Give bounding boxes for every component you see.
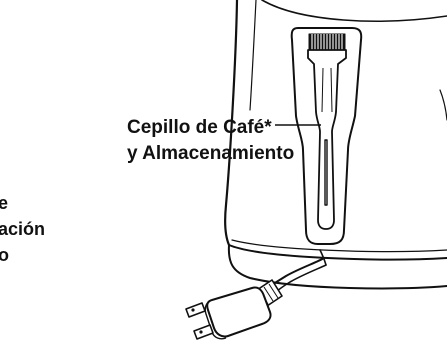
cord-callout-line2: ación	[0, 219, 46, 239]
brush-callout-line1: Cepillo de Café*	[127, 117, 272, 138]
brush-callout-line2: y Almacenamiento	[127, 143, 295, 164]
power-plug	[185, 279, 283, 340]
brush-recess	[290, 27, 363, 245]
coffee-brush	[307, 33, 347, 230]
cord-callout-line1: e	[0, 193, 9, 213]
cord-callout-line3: o	[0, 245, 9, 265]
grinder-body	[224, 0, 447, 290]
brush-storage-callout: Cepillo de Café* y Almacenamiento	[127, 115, 294, 167]
cord-storage-callout: e ación o	[0, 190, 45, 268]
